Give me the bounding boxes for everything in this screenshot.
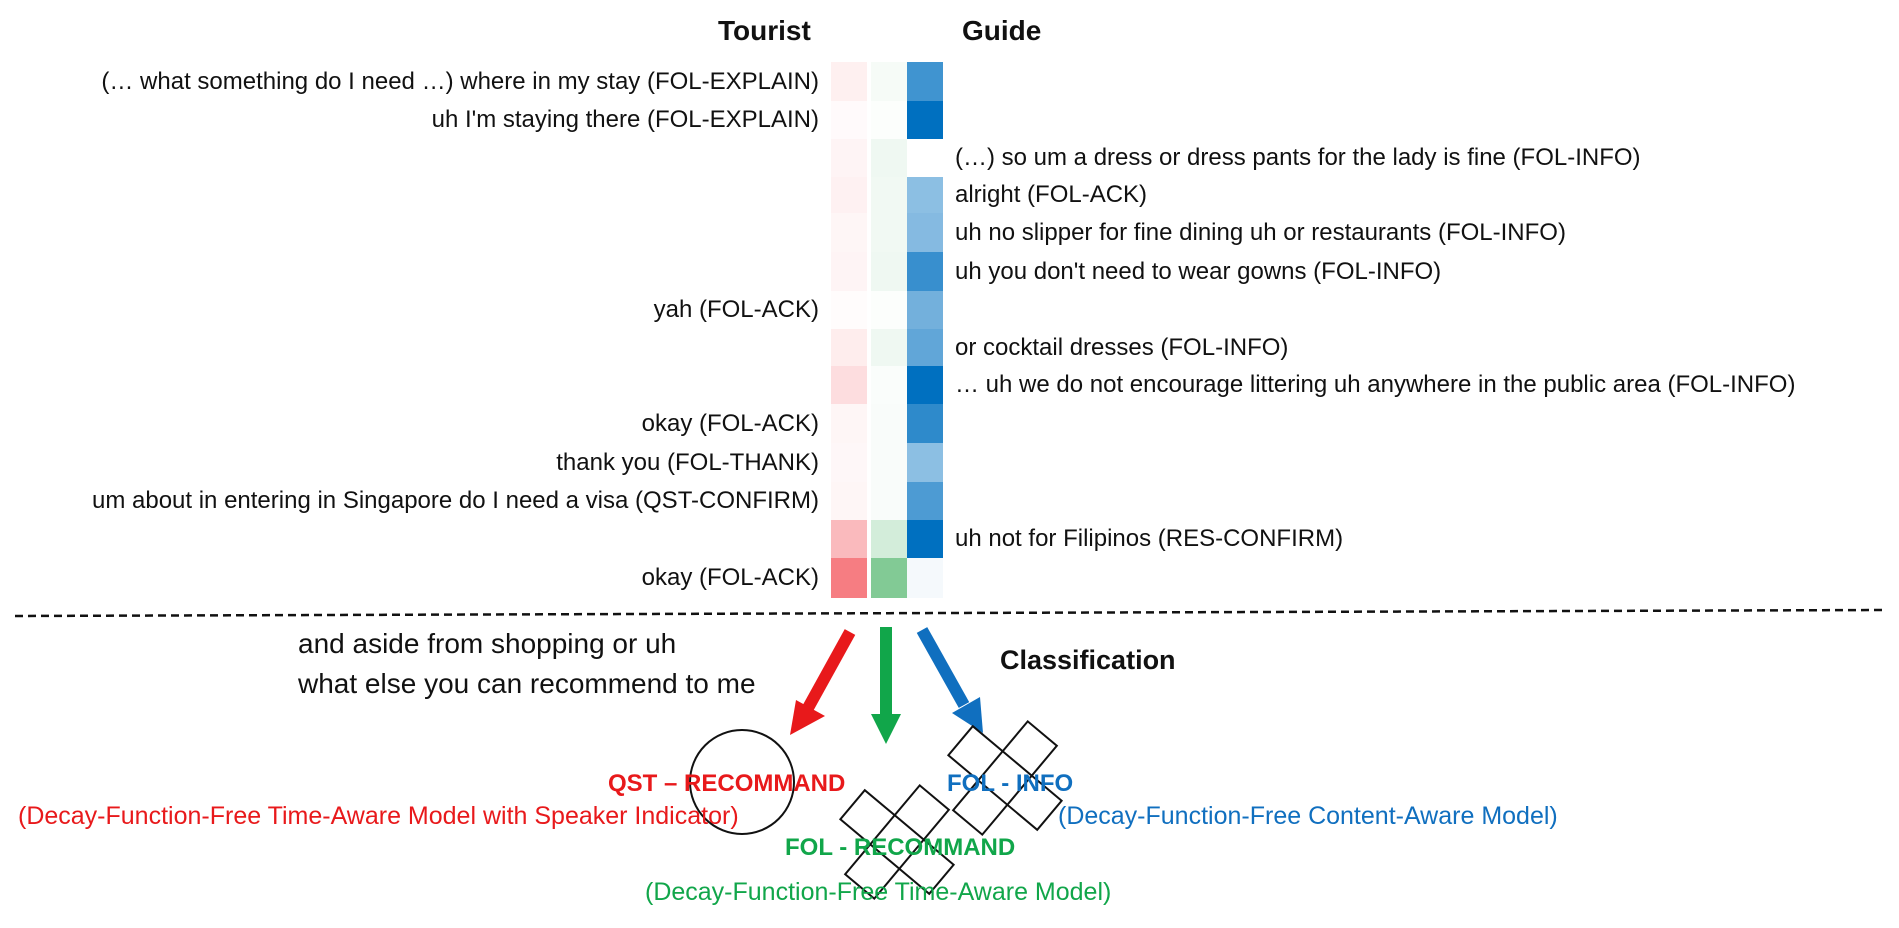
heatmap-cell-red bbox=[831, 291, 867, 329]
tourist-utterance: (… what something do I need …) where in … bbox=[101, 67, 819, 95]
separator-dashed-line bbox=[14, 608, 1886, 618]
guide-utterance: … uh we do not encourage littering uh an… bbox=[955, 371, 1796, 398]
heatmap-cell-green bbox=[871, 404, 907, 443]
query-line-2: what else you can recommend to me bbox=[298, 668, 756, 699]
heatmap-cell-red bbox=[831, 366, 867, 404]
heatmap-cell-green bbox=[871, 443, 907, 482]
classification-label: Classification bbox=[1000, 645, 1176, 675]
blue-model-name: (Decay-Function-Free Content-Aware Model… bbox=[1058, 802, 1558, 830]
heatmap-cell-blue bbox=[907, 213, 943, 252]
correct-circle-icon bbox=[689, 729, 795, 835]
blue-prediction-label: FOL - INFO bbox=[947, 770, 1074, 797]
heatmap-cell-blue bbox=[907, 291, 943, 329]
blue-cross-icon bbox=[946, 719, 1064, 837]
heatmap-cell-green bbox=[871, 329, 907, 366]
heatmap-cell-green bbox=[871, 558, 907, 598]
heatmap-cell-red bbox=[831, 62, 867, 101]
guide-utterance: alright (FOL-ACK) bbox=[955, 181, 1148, 208]
heatmap-cell-green bbox=[871, 101, 907, 139]
blue-arrow bbox=[916, 627, 983, 733]
heatmap-cell-blue bbox=[907, 366, 943, 404]
heatmap-cell-blue bbox=[907, 139, 943, 177]
tourist-utterance: yah (FOL-ACK) bbox=[653, 296, 819, 323]
heatmap-cell-green bbox=[871, 252, 907, 291]
heatmap-cell-red bbox=[831, 252, 867, 291]
heatmap-cell-green bbox=[871, 62, 907, 101]
guide-utterance: (…) so um a dress or dress pants for the… bbox=[955, 144, 1641, 171]
guide-header: Guide bbox=[962, 15, 1042, 46]
heatmap-cell-red bbox=[831, 101, 867, 139]
heatmap-cell-red bbox=[831, 404, 867, 443]
tourist-utterance: uh I'm staying there (FOL-EXPLAIN) bbox=[431, 106, 819, 133]
heatmap-cell-red bbox=[831, 177, 867, 213]
guide-utterance: uh no slipper for fine dining uh or rest… bbox=[955, 218, 1566, 246]
heatmap-cell-green bbox=[871, 139, 907, 177]
red-prediction-label: QST – RECOMMAND bbox=[608, 770, 846, 797]
heatmap-cell-blue bbox=[907, 329, 943, 366]
query-line-1: and aside from shopping or uh bbox=[298, 628, 677, 659]
heatmap-cell-green bbox=[871, 366, 907, 404]
heatmap-cell-green bbox=[871, 177, 907, 213]
tourist-utterance: thank you (FOL-THANK) bbox=[556, 448, 819, 476]
green-prediction-label: FOL - RECOMMAND bbox=[785, 834, 1016, 861]
tourist-utterance: okay (FOL-ACK) bbox=[641, 564, 819, 591]
green-cross-icon bbox=[838, 783, 956, 901]
heatmap-cell-red bbox=[831, 520, 867, 558]
heatmap-cell-green bbox=[871, 213, 907, 252]
guide-utterance: or cocktail dresses (FOL-INFO) bbox=[955, 333, 1289, 361]
heatmap-cell-green bbox=[871, 520, 907, 558]
heatmap-cell-blue bbox=[907, 520, 943, 558]
guide-utterance: uh not for Filipinos (RES-CONFIRM) bbox=[955, 525, 1344, 552]
heatmap-cell-green bbox=[871, 291, 907, 329]
heatmap-cell-blue bbox=[907, 558, 943, 598]
heatmap-cell-blue bbox=[907, 177, 943, 213]
green-model-name: (Decay-Function-Free Time-Aware Model) bbox=[645, 878, 1112, 906]
tourist-header: Tourist bbox=[718, 15, 811, 46]
red-model-name: (Decay-Function-Free Time-Aware Model wi… bbox=[18, 802, 739, 830]
heatmap-cell-blue bbox=[907, 252, 943, 291]
tourist-utterance: okay (FOL-ACK) bbox=[641, 409, 819, 437]
tourist-utterance: um about in entering in Singapore do I n… bbox=[91, 487, 819, 514]
heatmap-cell-red bbox=[831, 558, 867, 598]
green-arrow bbox=[871, 627, 901, 744]
heatmap-cell-red bbox=[831, 443, 867, 482]
heatmap-cell-blue bbox=[907, 101, 943, 139]
heatmap-cell-blue bbox=[907, 404, 943, 443]
heatmap-cell-red bbox=[831, 139, 867, 177]
heatmap-cell-red bbox=[831, 482, 867, 520]
heatmap-cell-red bbox=[831, 213, 867, 252]
heatmap-cell-blue bbox=[907, 443, 943, 482]
red-arrow bbox=[790, 629, 856, 735]
heatmap-cell-blue bbox=[907, 62, 943, 101]
guide-utterance: uh you don't need to wear gowns (FOL-INF… bbox=[955, 257, 1442, 285]
heatmap-cell-red bbox=[831, 329, 867, 366]
heatmap-cell-blue bbox=[907, 482, 943, 520]
heatmap-cell-green bbox=[871, 482, 907, 520]
